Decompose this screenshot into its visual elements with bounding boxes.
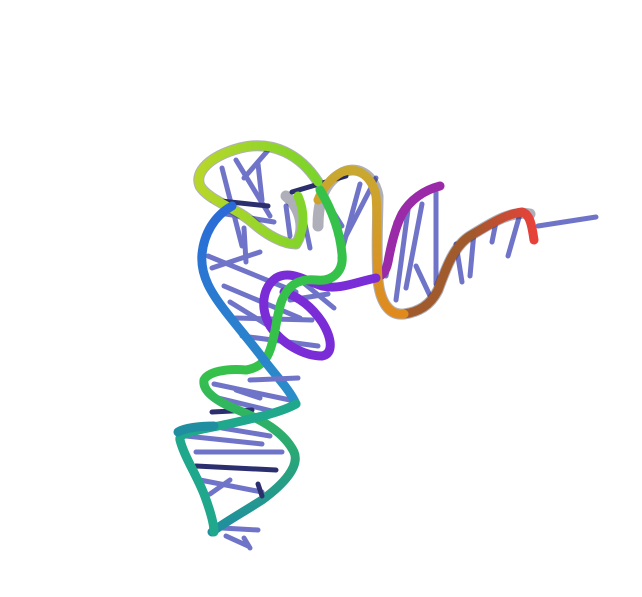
base-stick [219,525,261,533]
base-stick [223,533,251,549]
base-stick [467,229,477,279]
base-stick [403,201,425,291]
base-stick [233,387,263,401]
base-stick [255,481,265,499]
ribbon-segment-purple [259,270,381,361]
base-stick [413,263,435,303]
ribbon-segment-cyan-teal [173,421,219,437]
ribbon-segment-lower-green [199,365,300,537]
base-stick [183,433,265,447]
base-stick [193,463,279,473]
base-stick [505,211,523,259]
front-bases [233,375,301,551]
base-stick [211,381,293,403]
ribbon-segment-yellow-green [194,141,323,249]
ribbon-segment-magenta [371,181,445,283]
nucleotide-bases [183,145,599,549]
ribbon-segment-teal [175,399,301,537]
base-stick [255,161,265,203]
ribbon-segment-blue [197,201,301,409]
backbone-ribbons [173,140,539,537]
ribbon-segment-orange [313,165,409,319]
base-stick [393,207,411,303]
base-stick [297,277,337,311]
base-stick [241,535,253,551]
ribbon-segment-brown [399,231,475,319]
ribbon-tail [465,207,539,245]
ribbon-segment-green [241,185,347,375]
base-stick [209,249,263,271]
base-stick [207,477,233,497]
base-stick [219,425,273,439]
base-stick [535,214,599,229]
base-stick [247,375,301,383]
base-stick [197,477,265,495]
base-stick [283,203,293,239]
